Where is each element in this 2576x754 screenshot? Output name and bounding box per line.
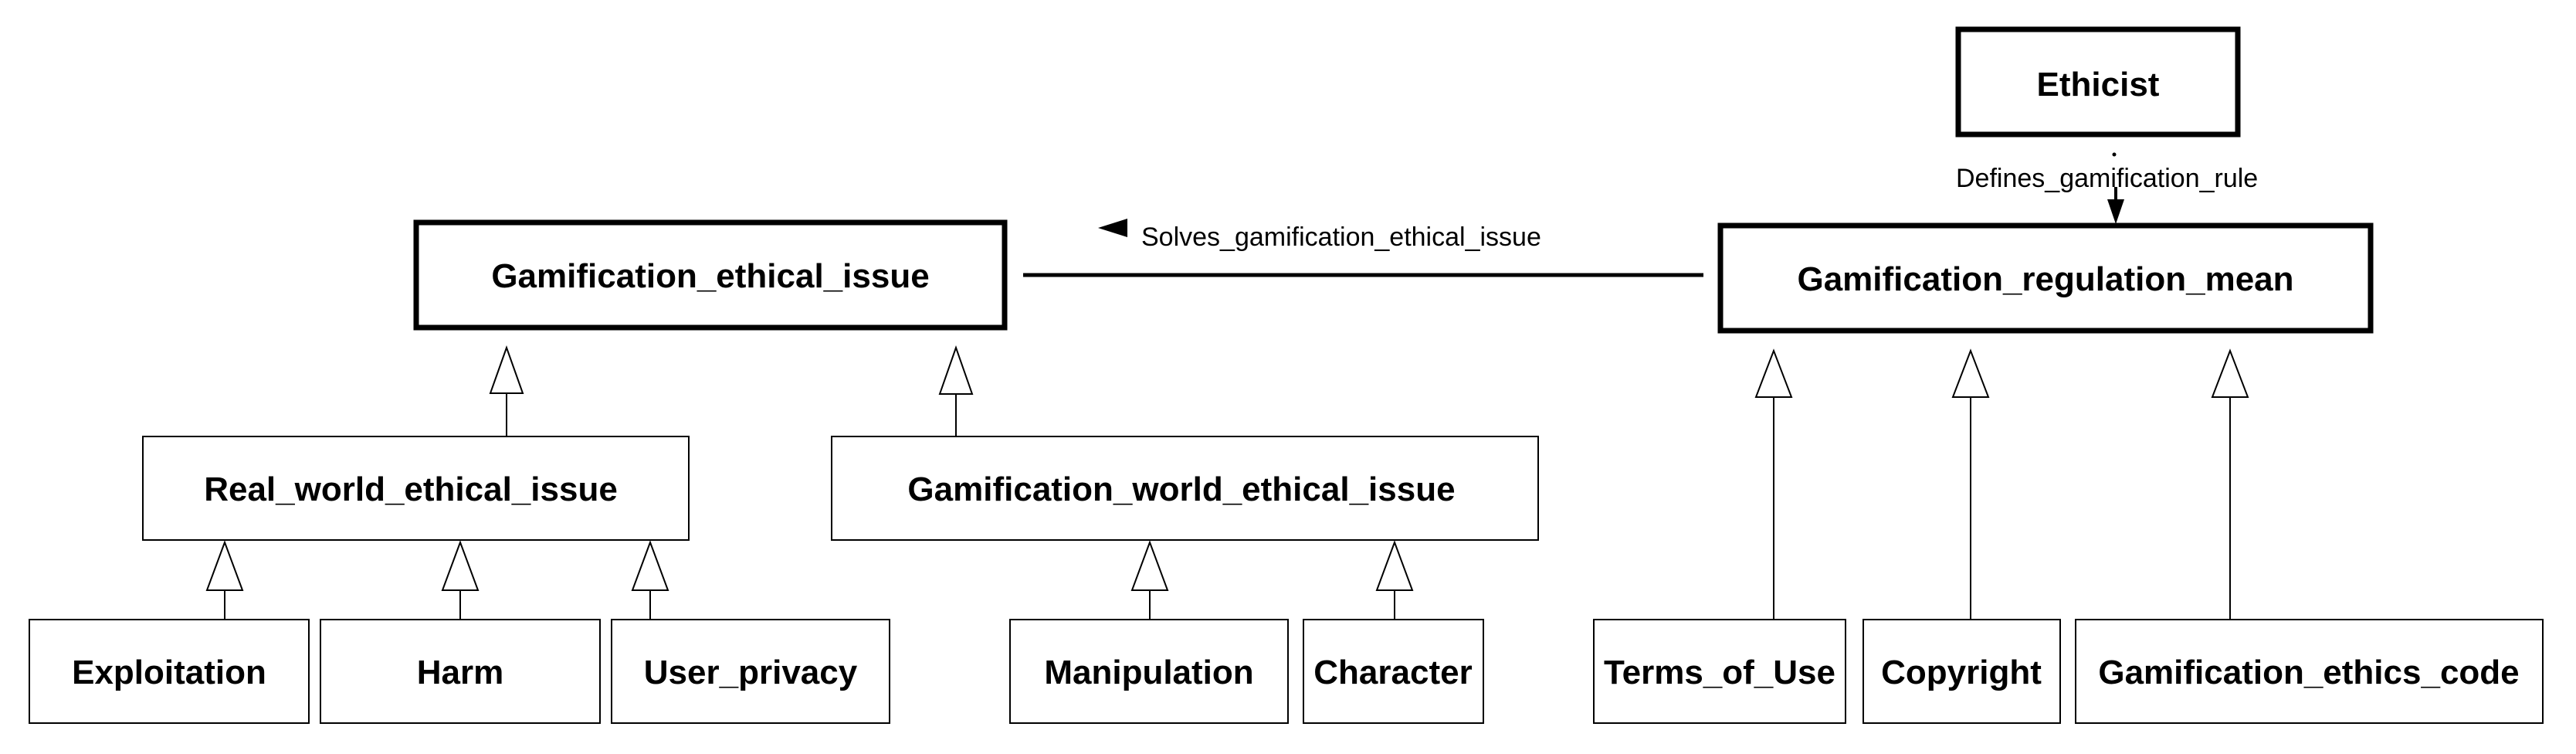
class-copyright: Copyright [1863,619,2061,724]
inheritance-triangle-icon [631,540,669,591]
generalization-gamification-world [938,345,974,436]
class-manipulation: Manipulation [1009,619,1289,724]
class-gamification-ethical-issue: Gamification_ethical_issue [413,219,1008,331]
class-user-privacy: User_privacy [611,619,890,724]
class-terms-of-use-label: Terms_of_Use [1604,654,1835,691]
association-solves: Solves_gamification_ethical_issue [1023,219,1703,277]
class-copyright-label: Copyright [1881,654,2042,691]
class-gamification-world-ethical-issue-label: Gamification_world_ethical_issue [907,470,1455,508]
class-ethicist: Ethicist [1955,26,2241,138]
inheritance-triangle-icon [1375,540,1414,591]
class-gamification-world-ethical-issue: Gamification_world_ethical_issue [831,436,1539,541]
class-gamification-ethical-issue-label: Gamification_ethical_issue [491,257,929,295]
class-character: Character [1303,619,1484,724]
generalization-character [1375,540,1414,620]
association-solves-label: Solves_gamification_ethical_issue [1141,222,1541,252]
class-gamification-regulation-mean: Gamification_regulation_mean [1717,222,2374,334]
association-defines: Defines_gamification_rule [1956,152,2258,224]
generalization-copyright [1951,348,1990,620]
class-harm-label: Harm [417,654,504,691]
inheritance-triangle-icon [1951,348,1990,398]
class-real-world-ethical-issue-label: Real_world_ethical_issue [204,470,618,508]
class-terms-of-use: Terms_of_Use [1593,619,1846,724]
inheritance-triangle-icon [489,345,524,394]
class-gamification-regulation-mean-label: Gamification_regulation_mean [1797,260,2293,298]
class-gamification-ethics-code: Gamification_ethics_code [2075,619,2544,724]
class-manipulation-label: Manipulation [1044,654,1253,691]
class-exploitation: Exploitation [29,619,310,724]
class-ethicist-label: Ethicist [2037,66,2160,104]
generalizations [205,345,2249,620]
class-user-privacy-label: User_privacy [644,654,858,691]
generalization-terms-of-use [1754,348,1793,620]
arrowhead-icon [2107,199,2124,224]
class-harm: Harm [320,619,601,724]
class-character-label: Character [1313,654,1472,691]
class-real-world-ethical-issue: Real_world_ethical_issue [142,436,690,541]
generalization-harm [441,540,480,620]
generalization-exploitation [205,540,244,620]
generalization-manipulation [1130,540,1169,620]
generalization-ethics-code [2211,348,2249,620]
generalization-real-world [489,345,524,436]
class-exploitation-label: Exploitation [72,654,266,691]
inheritance-triangle-icon [2211,348,2249,398]
inheritance-triangle-icon [205,540,244,591]
association-defines-label: Defines_gamification_rule [1956,164,2258,193]
direction-arrow-icon [1098,219,1127,237]
inheritance-triangle-icon [441,540,480,591]
inheritance-triangle-icon [938,345,974,395]
inheritance-triangle-icon [1130,540,1169,591]
generalization-user-privacy [631,540,669,620]
inheritance-triangle-icon [1754,348,1793,398]
class-gamification-ethics-code-label: Gamification_ethics_code [2098,654,2519,691]
